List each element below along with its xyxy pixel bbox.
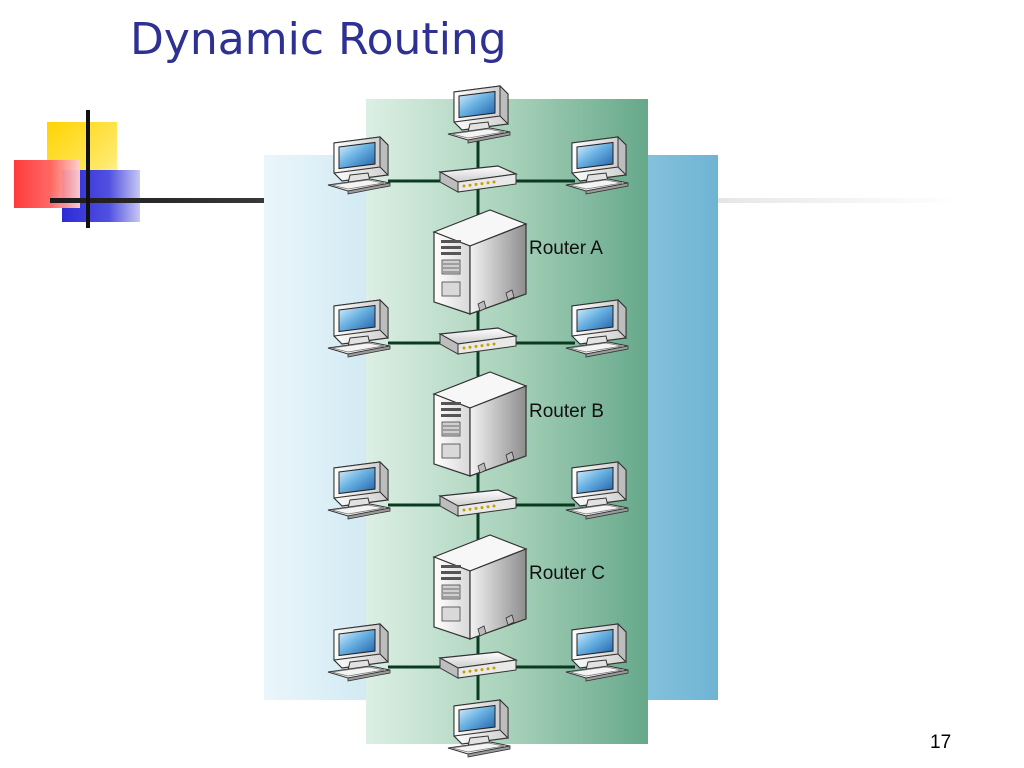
page-number: 17 — [930, 732, 952, 753]
computer-icon — [565, 623, 629, 682]
computer-icon — [565, 299, 629, 358]
slide-title: Dynamic Routing — [130, 14, 507, 65]
computer-icon — [327, 299, 391, 358]
computer-icon — [447, 85, 511, 144]
computer-icon — [327, 136, 391, 195]
router-b-label: Router B — [529, 401, 604, 422]
computer-icon — [565, 461, 629, 520]
computer-icon — [565, 136, 629, 195]
panel-left — [264, 155, 384, 700]
decor-vertical-rule — [86, 110, 90, 228]
computer-icon — [327, 461, 391, 520]
router-a-label: Router A — [529, 238, 603, 259]
router-c-label: Router C — [529, 563, 606, 584]
computer-icon — [327, 623, 391, 682]
computer-icon — [447, 699, 511, 758]
